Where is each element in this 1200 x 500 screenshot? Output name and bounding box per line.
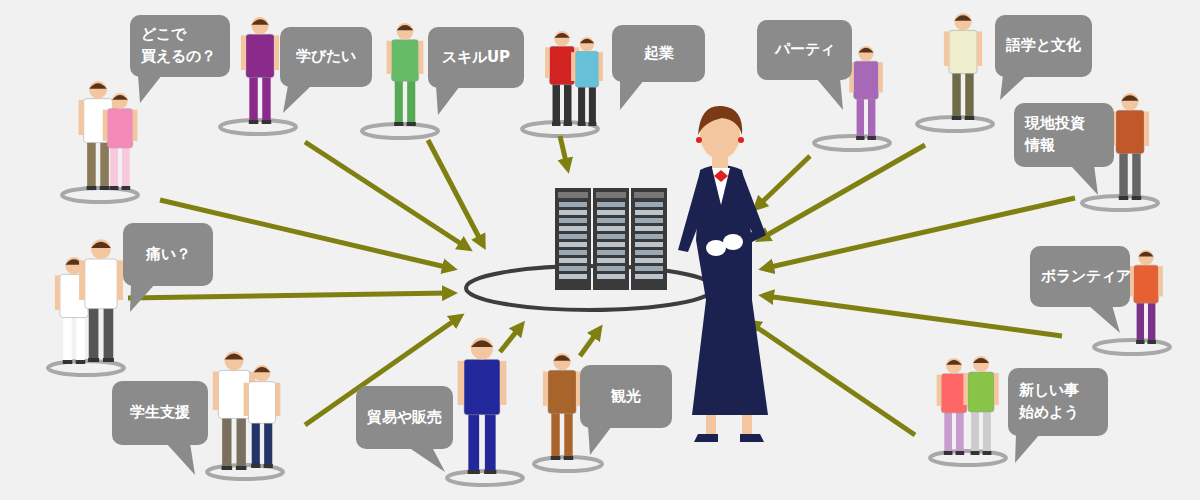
rack-unit [597,234,625,239]
platforms [48,117,1170,485]
rack-unit [559,266,587,271]
rack-unit [559,218,587,223]
rack-unit [597,218,625,223]
bubble-tail [620,80,644,110]
rack-unit [635,218,663,223]
speech-bubble: パーティ [757,20,852,80]
person [244,365,281,468]
speech-bubble: 学生支援 [112,381,208,445]
bubble-tail [1070,165,1098,195]
server-rack [631,188,667,290]
rack-unit [635,210,663,215]
rack-unit [597,250,625,255]
rack-unit [597,266,625,271]
rack-unit [559,210,587,215]
person [963,356,998,455]
bubble-text: 語学と文化 [1006,35,1081,57]
person [79,239,123,362]
bubble-tail [166,443,195,475]
bubble-text: どこで 買えるの？ [141,24,219,68]
rack-unit [559,258,587,263]
bubble-tail [138,75,162,103]
bubble-text: ボランティア [1041,266,1119,288]
person [545,31,579,126]
rack-unit [559,226,587,231]
bubble-tail [1088,305,1120,333]
bubble-text: スキルUP [442,47,510,69]
rack-unit [597,242,625,247]
person [849,46,883,140]
bubble-tail [816,78,843,110]
bubble-text: 起業 [644,43,674,65]
person [543,353,581,460]
bubble-tail [1000,75,1027,100]
bubble-text: 現地投資 情報 [1025,113,1103,157]
speech-bubble: 学びたい [280,27,372,87]
speech-bubble: スキルUP [428,27,524,88]
bubble-text: 学びたい [296,46,356,68]
rack-unit [635,258,663,263]
person [387,23,424,126]
bubble-text: 痛い？ [146,244,191,266]
bubble-text: 観光 [611,386,641,408]
bubble-tail [588,426,612,455]
rack-unit [597,274,625,279]
bubble-text: パーティ [775,39,835,61]
rack-unit [559,234,587,239]
speech-bubble: 痛い？ [123,223,213,286]
server-rack [555,188,591,290]
person [458,337,507,474]
bubble-tail [283,85,312,113]
rack-unit [635,242,663,247]
bubble-tail [436,86,460,115]
person [944,13,982,120]
rack-unit [559,250,587,255]
rack-top [634,192,664,198]
person [1129,250,1163,344]
rack-unit [635,266,663,271]
rack-unit [597,258,625,263]
person [937,358,972,455]
arrows [128,136,1075,435]
rack-top [596,192,626,198]
rack-unit [597,202,625,207]
bubble-tail [408,447,445,472]
rack-top [558,192,588,198]
speech-bubble: 新しい事 始めよう [1008,368,1108,436]
rack-unit [597,226,625,231]
rack-unit [635,274,663,279]
bubble-text: 学生支援 [130,402,190,424]
rack-unit [597,210,625,215]
person [1111,93,1149,200]
speech-bubble: 貿易や販売 [356,386,453,449]
speech-bubble: どこで 買えるの？ [130,15,230,77]
rack-unit [635,234,663,239]
bubble-tail [130,284,155,312]
rack-unit [559,202,587,207]
server-racks [555,188,667,290]
person [241,17,279,124]
speech-bubble: 起業 [612,25,705,82]
receptionist [678,106,768,442]
bubble-tail [1015,434,1040,463]
rack-unit [559,242,587,247]
speech-bubble: ボランティア [1030,246,1130,307]
server-rack [593,188,629,290]
bubble-tails [130,75,1120,475]
rack-unit [559,274,587,279]
bubble-text: 貿易や販売 [367,407,442,429]
person [103,93,138,190]
rack-unit [635,226,663,231]
speech-bubble: 観光 [580,365,672,428]
person [571,37,603,126]
speech-bubble: 語学と文化 [995,15,1092,77]
rack-unit [635,250,663,255]
speech-bubble: 現地投資 情報 [1014,103,1114,167]
rack-unit [635,202,663,207]
bubble-text: 新しい事 始めよう [1019,380,1097,424]
people [55,13,1163,474]
